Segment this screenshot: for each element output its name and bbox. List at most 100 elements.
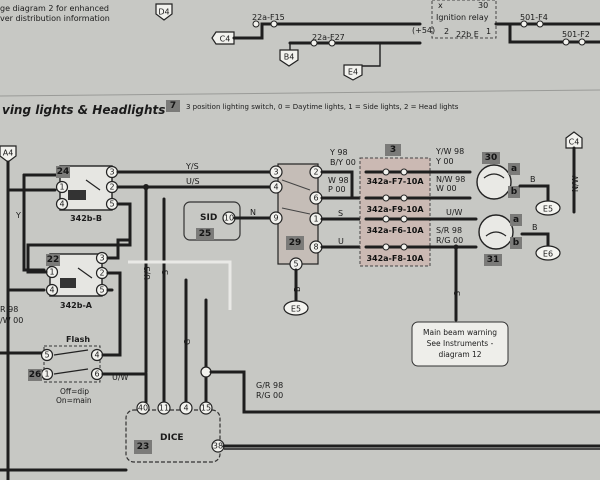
sid-pin-10-label: 10 [224,214,234,223]
sid-label: SID [200,213,217,223]
fuse-22a-f15-label: 22a-F15 [252,13,285,22]
wire-label-b-lamp31: B [532,223,538,232]
flash-title: Flash [66,335,90,344]
relay-24-pin-1 [55,180,69,194]
relay-24-pin-3-label: 3 [109,168,114,177]
wire-c4-f15 [232,22,298,40]
relay-22-badge [46,254,60,266]
switch-pin-2-label: 2 [313,168,318,177]
relay-30-label: 30 [478,1,488,10]
fuse-block-3: 3 342a-F7-10A 342a-F9-10A 342a-F6-10A 34… [359,144,432,267]
lamp-31-pin-b-badge [510,237,522,249]
fuse-block-number: 3 [390,145,396,155]
ground-e6-ellipse [535,245,561,261]
fuse-f9-end-left [382,194,390,202]
switch-pin-4-label: 4 [273,183,278,192]
lamp-30-pin-b-badge [508,186,520,198]
section-title: ving lights & Headlights [2,103,165,117]
connector-c4-top-label: C4 [220,35,231,44]
wire-label-s-vertical: S [161,270,170,275]
fuse-501-f2-label: 501-F2 [562,30,590,39]
wire-label-y98: Y 98 [329,148,348,157]
relay-24-number: 24 [57,167,70,177]
wire-gr98 [209,370,600,414]
flash-box [43,345,101,383]
fuse-342a-f7: 342a-F7-10A [366,177,424,186]
wire-label-yw98: Y/W 98 [435,147,464,156]
switch-pin-5-label: 5 [293,260,298,269]
relay-24-pin-1-label: 1 [59,183,64,192]
relay-24-pin-5-label: 5 [109,200,114,209]
dice-pin-40 [136,401,150,415]
relay-22-coil [60,278,76,288]
ground-e5-switch-label: E5 [291,305,301,314]
relay-24-pin-4 [55,197,69,211]
wire-label-ys: Y/S [185,162,199,171]
header-note-line2: ver distribution information [0,14,110,23]
relay-22-switch [77,267,93,279]
ground-e5-lamp-ellipse [535,200,561,216]
switch-pin-6-label: 6 [313,194,318,203]
fuse-501-f4-end-left [520,20,528,28]
wire-label-b-switch: B [293,287,302,293]
wire-relay22-pin2 [106,271,122,347]
flash-pin-1-label: 1 [44,370,49,379]
lamp-31-pin-b: b [513,238,520,248]
wire-label-r98: R 98 [0,305,18,314]
relay-24-switch [85,179,101,191]
lamp-31-pin-a-badge [510,214,522,226]
relay-24: 24 342b-B 3 1 2 4 5 [55,165,119,223]
dice-pin-15 [199,401,213,415]
wire-label-w00: W 00 [436,184,457,193]
wire-y-left [22,173,46,272]
fuse-501-f2-end-right [578,38,586,46]
ground-e5-lamp-label: E5 [543,205,553,214]
relay-24-coil [68,190,86,200]
switch-pin-4 [269,180,283,194]
sid-badge [196,228,214,240]
wire-label-w98: W 98 [328,176,349,185]
relay-22-pin-4 [45,283,59,297]
wire-label-rg00b: R/G 00 [256,391,283,400]
plus54-label: (+54) [412,26,435,35]
lamp-31-pin-a: a [513,215,519,225]
fuse-342a-f8: 342a-F8-10A [366,254,424,263]
fuse-22a-f27-label: 22a-F27 [312,33,345,42]
relay-22-pin-1-label: 1 [49,268,54,277]
flash-legend-on: On=main [56,396,92,405]
lamp-30-number: 30 [485,153,498,163]
connector-c4-right: C4 [565,131,583,149]
fuse-22a-f15-end-right [270,20,278,28]
connector-e4-label: E4 [348,68,358,77]
wire-label-uw-flash: U/W [112,373,129,382]
fuse-f6-end-right [400,215,408,223]
wire-label-w00-left: /W 00 [0,316,23,325]
flash-pin-5-label: 5 [44,351,49,360]
dice-number: 23 [137,442,150,452]
switch-contact-a [281,179,311,191]
fuse-f6-end-left [382,215,390,223]
connector-e4: E4 [343,64,363,81]
relay-24-badge [56,166,70,178]
flash-pin-5 [40,348,54,362]
relay-24-pin-2-label: 2 [109,183,114,192]
wire-label-u: U [338,237,344,246]
flash-contact-upper [53,349,89,356]
ground-e5-switch-ellipse [283,300,309,316]
fuse-f9-end-right [400,194,408,202]
fuse-f8-end-left [382,243,390,251]
main-beam-callout: Main beam warning See Instruments - diag… [411,321,509,367]
flash-number: 26 [29,370,42,380]
relay-pin-2: 2 [444,27,449,36]
switch-number: 29 [289,238,302,248]
dice-pin-38-label: 38 [213,442,223,451]
wire-label-us-vertical: U/S [143,266,152,280]
wire-lamp31-ground [520,232,550,248]
lighting-switch-29: 3 4 9 2 6 1 8 29 5 [269,163,323,271]
fuse-22a-f27-end-left [310,39,318,47]
ground-e6: E6 [535,245,561,261]
section-description: 3 position lighting switch, 0 = Daytime … [186,103,459,111]
ignition-relay-label: Ignition relay [436,13,489,22]
flash-legend-off: Off=dip [60,387,89,396]
callout-box [411,321,509,367]
